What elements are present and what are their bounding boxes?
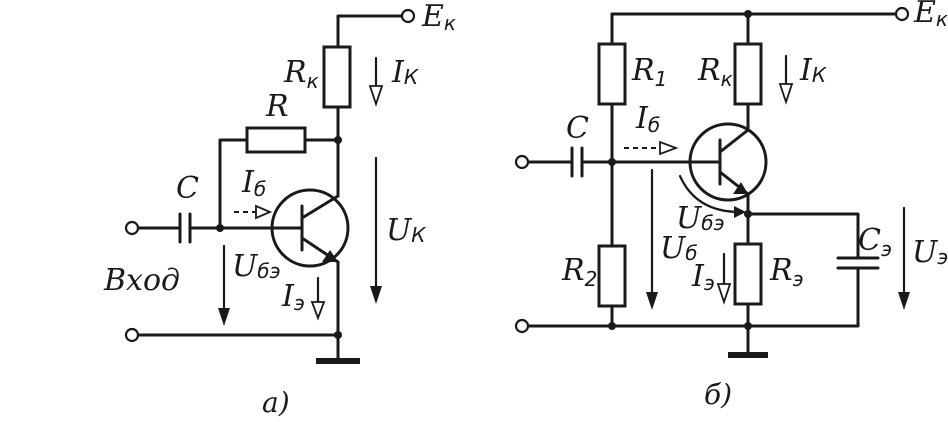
b-ub-label: Uб [660, 231, 698, 266]
a-r-label: R [265, 89, 289, 124]
circuit-a: Eк Rк IК R C Iб UК Uбэ Iэ Вход а) [103, 0, 456, 419]
b-supply-label: Eк [913, 0, 948, 31]
a-rk-label: Rк [283, 55, 319, 93]
b-supply-terminal [894, 6, 910, 22]
b-ube-label: Uбэ [676, 201, 725, 236]
b-ce-label: Cэ [858, 223, 892, 261]
a-ib-arrow-head [255, 204, 273, 220]
b-ce-top-wire [746, 212, 860, 260]
b-ib-arrow-head [659, 140, 679, 156]
b-r2-label: R2 [561, 253, 597, 291]
b-ie-arrow-head [716, 283, 732, 305]
b-r1-resistor [597, 42, 627, 106]
b-collector-lead [718, 128, 750, 154]
b-rk-label: Rк [697, 53, 733, 91]
a-ube-label: Uбэ [232, 249, 281, 284]
a-input-label: Вход [103, 263, 180, 298]
a-ground-wire [136, 333, 340, 360]
b-ube-arrow-line [678, 174, 742, 214]
a-uk-arrow-head [370, 286, 382, 304]
b-ik-label: IК [799, 53, 827, 88]
b-ground-rail [526, 266, 860, 328]
a-rk-resistor [322, 45, 352, 109]
a-caption: а) [262, 386, 290, 419]
a-input-terminal-bottom [124, 327, 140, 343]
a-input-terminal-top [124, 220, 140, 236]
b-rk-resistor [733, 42, 763, 106]
a-ground-symbol [316, 358, 360, 364]
a-supply-wire [336, 14, 404, 47]
a-r-wire-left [218, 138, 249, 230]
a-ib-label: Iб [241, 165, 266, 201]
b-ie-label: Iэ [691, 259, 715, 295]
b-ue-label: Uэ [912, 235, 948, 270]
b-c-label: C [566, 111, 589, 146]
a-ie-label: Iэ [281, 279, 305, 315]
b-ube-arrow-head [734, 206, 746, 218]
circuit-b: Eк R1 Rк IК C Iб Uбэ Cэ R2 Uб Iэ Rэ Uэ б… [514, 0, 948, 411]
b-ue-arrow-head [898, 292, 910, 310]
b-emitter-arrow [733, 182, 748, 194]
b-ib-label: Iб [635, 101, 660, 137]
b-input-terminal-top [514, 154, 530, 170]
b-ub-arrow-head [646, 292, 658, 310]
b-ground-symbol [728, 352, 768, 358]
b-ik-arrow-head [778, 83, 794, 105]
b-r1-label: R1 [631, 53, 667, 91]
b-input-terminal-bottom [514, 318, 530, 334]
a-ik-label: IК [391, 55, 419, 90]
b-r2-resistor [597, 244, 627, 308]
a-ube-arrow-head [218, 308, 230, 326]
a-ie-arrow-head [310, 301, 326, 321]
a-supply-terminal [400, 8, 416, 24]
a-uk-label: UК [386, 213, 426, 248]
a-emitter-arrow [322, 250, 338, 262]
a-supply-label: Eк [421, 0, 456, 35]
b-caption: б) [704, 378, 732, 411]
b-re-resistor [733, 242, 763, 306]
b-re-label: Rэ [769, 253, 804, 291]
a-c-label: C [176, 171, 199, 206]
a-r-resistor [245, 126, 307, 154]
a-collector-lead [300, 194, 340, 220]
a-ik-arrow-head [368, 85, 384, 107]
